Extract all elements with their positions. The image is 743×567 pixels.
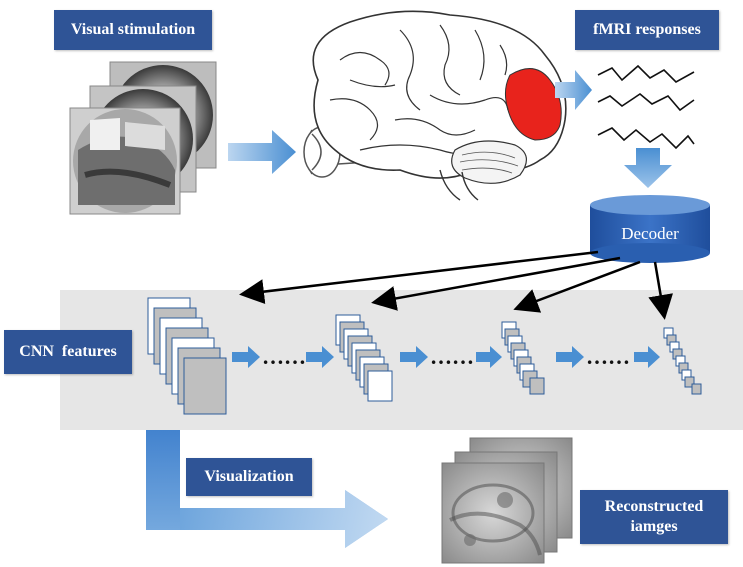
decoder-output-arrows [239, 250, 673, 320]
brain-to-fmri-arrow [555, 70, 592, 110]
cnn-layer-stack-1 [147, 297, 227, 415]
cnn-features-label: CNN features [4, 330, 132, 374]
reconstructed-images-label: Reconstructed iamges [580, 490, 728, 544]
reconstructed-images [441, 437, 573, 564]
fmri-signal-traces [597, 64, 695, 150]
decoder-label: Decoder [621, 224, 679, 243]
reconstructed-line-1: Reconstructed [604, 498, 704, 515]
stimulus-to-eye-arrow [228, 130, 296, 174]
visual-stimulation-label: Visual stimulation [54, 10, 212, 50]
ellipsis-1: …… [262, 344, 306, 369]
brain-icon [312, 10, 567, 201]
reconstructed-line-2: iamges [630, 518, 678, 535]
fmri-to-decoder-arrow [624, 148, 672, 188]
cnn-layer-stack-4 [663, 327, 702, 395]
cnn-layer-stack-2 [335, 314, 393, 402]
ellipsis-3: …… [586, 344, 630, 369]
stimulus-image-stack [69, 61, 217, 215]
ellipsis-2: …… [430, 344, 474, 369]
layer-flow-arrows [232, 346, 660, 368]
cnn-layer-stack-3 [501, 321, 545, 395]
fmri-responses-label: fMRI responses [575, 10, 719, 50]
visualization-label: Visualization [186, 458, 312, 496]
